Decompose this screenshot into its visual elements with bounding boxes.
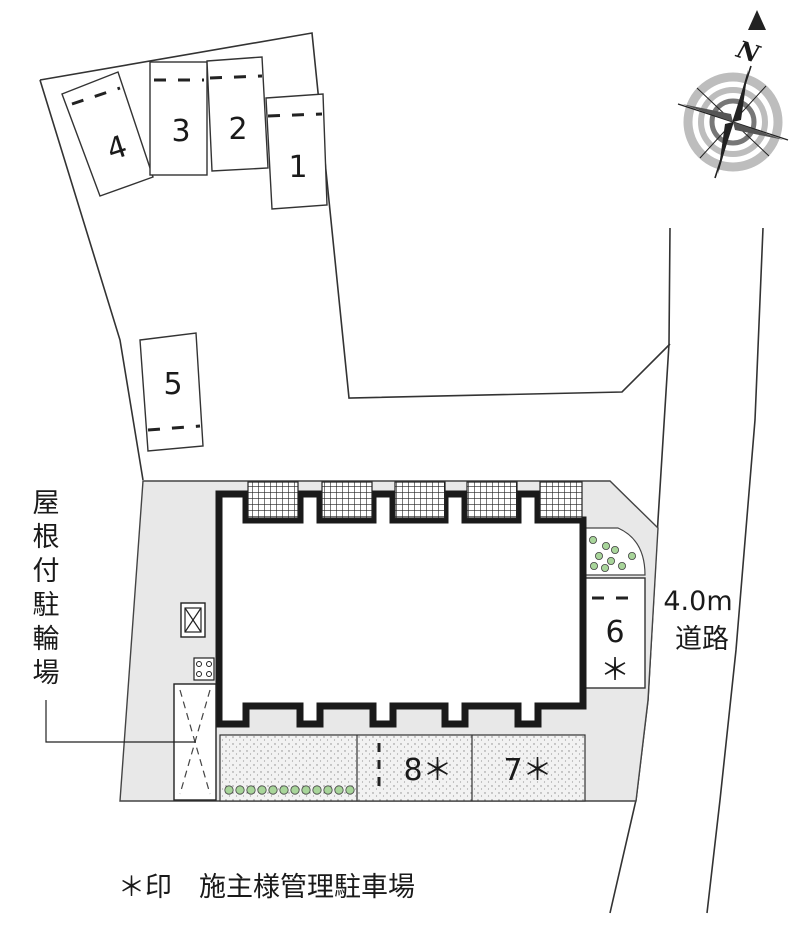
road-edge-right [706,227,764,914]
parking-space-2 [206,56,269,172]
balcony [247,481,299,519]
parking-label-1: 1 [288,150,307,185]
shrub [602,542,611,551]
parking-space-3 [149,61,208,176]
parking-space-4 [61,71,154,197]
shrub [323,785,333,795]
parking-label-2: 2 [228,112,247,147]
bicycle-parking-label-char: 場 [33,658,60,689]
parking-space-5 [139,332,204,452]
north-label: N [732,34,764,69]
neighbor-lot-outline [39,32,671,399]
shrub [268,785,278,795]
garden-shrubs [589,536,637,573]
bicycle-parking-leader [45,700,196,743]
parking-label-8: 8＊ [403,753,452,788]
parking-6-area [584,577,646,689]
shrub [290,785,300,795]
bicycle-parking-label-char: 輪 [33,624,60,655]
meter-icon [193,657,215,681]
neighbor-lot-left-edge [39,79,144,481]
shrub [235,785,245,795]
parking-space-1 [265,93,328,210]
shrub [611,546,620,555]
balcony [539,481,583,519]
building-outline [215,490,587,728]
footnote: ＊印 施主様管理駐車場 [118,872,415,903]
shrub [607,557,616,566]
parking-label-7: 7＊ [503,753,552,788]
bicycle-parking-label-char: 屋 [33,488,60,519]
shrub-row [224,785,355,795]
road-width-label: 4.0m [663,586,732,617]
shrub [279,785,289,795]
parking-label-3: 3 [171,114,190,149]
shrub [334,785,344,795]
balcony [394,481,446,519]
shrub [312,785,322,795]
shrub [601,564,610,573]
parking-label-5: 5 [163,367,182,402]
shrub [590,562,599,571]
shrub [224,785,234,795]
compass-rose-icon: N [677,10,789,179]
balcony [321,481,373,519]
shrub [246,785,256,795]
shrub [589,536,598,545]
bicycle-parking-label-char: 付 [33,556,60,587]
balcony [466,481,518,519]
shrub [301,785,311,795]
road-label: 道路 [675,624,729,655]
bicycle-parking-label-char: 根 [33,522,60,553]
shrub [345,785,355,795]
shrub [618,562,627,571]
shrub [628,552,637,561]
parking-label-6: 6 [605,615,624,650]
owner-managed-mark-6: ＊ [600,653,630,688]
shrub [595,552,604,561]
bicycle-parking-label-char: 駐 [33,590,60,621]
shrub [257,785,267,795]
